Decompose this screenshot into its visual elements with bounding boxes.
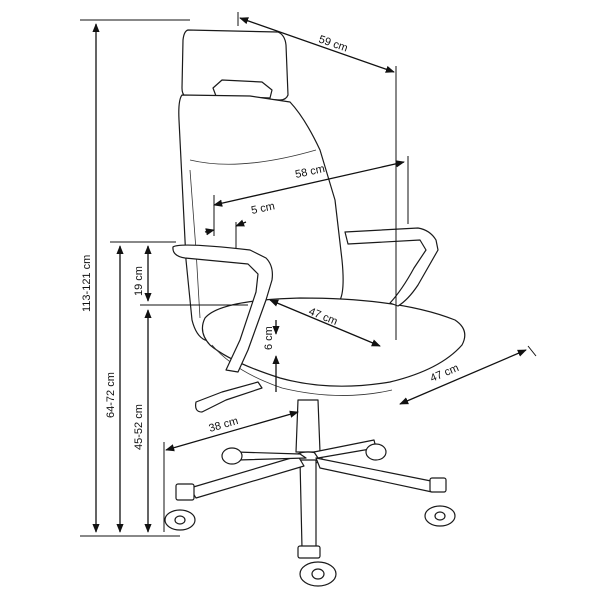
label-base-radius: 38 cm	[208, 415, 240, 435]
caster-right	[424, 477, 456, 527]
dim-seat-depth-line	[269, 299, 381, 347]
dim-base-radius-line	[165, 410, 299, 452]
label-armrest-height: 19 cm	[133, 266, 145, 296]
caster-back-left	[221, 447, 243, 465]
caster-front	[297, 545, 337, 587]
caster-left	[164, 483, 196, 531]
base-leg-front	[299, 459, 317, 549]
label-armrest-floor-height: 64-72 cm	[105, 372, 117, 418]
base-leg-right	[315, 457, 437, 493]
right-armrest	[344, 227, 439, 307]
label-total-height: 113-121 cm	[81, 255, 93, 312]
dim-59-line	[239, 17, 395, 73]
label-backrest-width: 59 cm	[317, 33, 349, 54]
seat-underside	[211, 344, 393, 396]
label-armrest-width: 5 cm	[250, 200, 276, 217]
base-leg-left	[189, 455, 305, 499]
gas-lift	[295, 399, 321, 453]
base-leg-back-left	[235, 451, 307, 461]
label-seat-height: 45-52 cm	[133, 404, 145, 450]
dim-58-line	[213, 160, 405, 207]
dimension-lines	[80, 12, 537, 537]
dim-base-depth-line	[399, 349, 527, 405]
left-armrest	[172, 244, 273, 373]
tilt-lever	[195, 381, 263, 413]
caster-back-right	[365, 443, 387, 461]
label-seat-thickness: 6 cm	[263, 326, 275, 350]
